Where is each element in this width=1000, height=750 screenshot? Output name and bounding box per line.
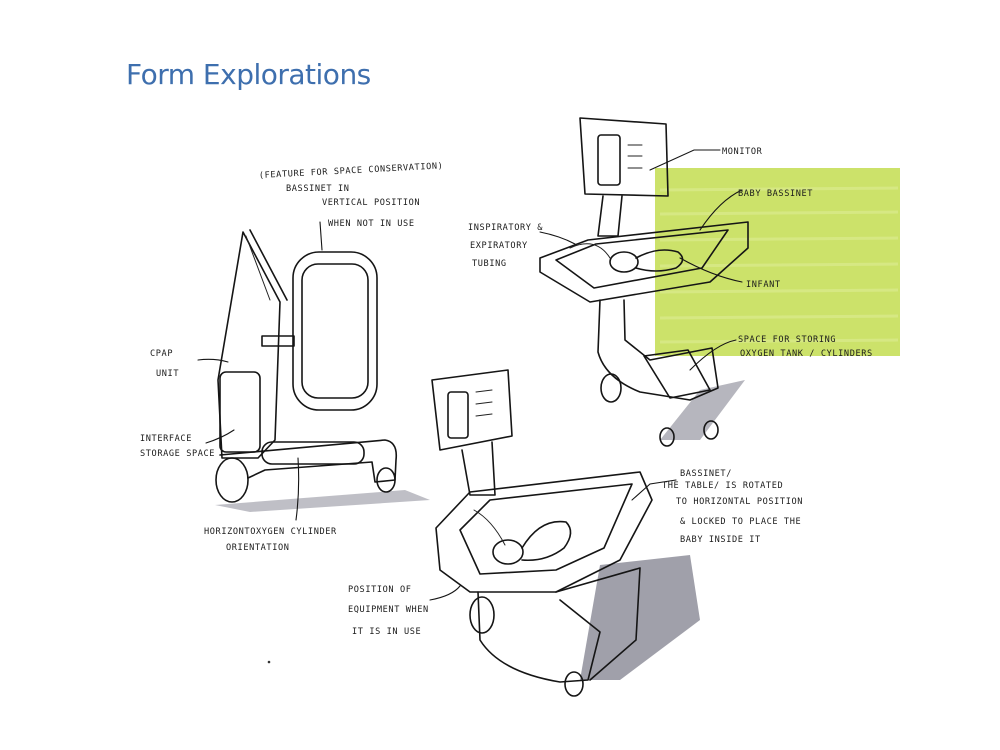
- note-cpap-line-2: UNIT: [156, 369, 179, 379]
- page-title: Form Explorations: [126, 58, 371, 91]
- note-position-line-3: IT IS IN USE: [352, 627, 421, 637]
- note-oxygen-line-2: ORIENTATION: [226, 543, 290, 553]
- bottom-unit-sketch: [431, 369, 700, 697]
- highlight-streaks: [659, 186, 899, 344]
- note-position-line-2: EQUIPMENT WHEN: [348, 605, 429, 615]
- note-tubing-line-2: EXPIRATORY: [470, 241, 528, 251]
- note-feature: (FEATURE FOR SPACE CONSERVATION): [259, 161, 444, 181]
- note-rotated-line-1: BASSINET/: [680, 469, 732, 479]
- note-rotated-line-2: THE TABLE/ IS ROTATED: [662, 481, 783, 491]
- left-unit-sketch: [215, 229, 430, 512]
- bottom-unit-annotations: BASSINET/ THE TABLE/ IS ROTATED TO HORIZ…: [348, 469, 803, 637]
- note-baby-bassinet: BABY BASSINET: [738, 189, 813, 199]
- top-right-unit-sketch: [539, 117, 749, 447]
- note-infant: INFANT: [746, 280, 781, 290]
- note-bassinet-line-1: BASSINET IN: [286, 184, 350, 194]
- note-bassinet-line-2: VERTICAL POSITION: [322, 198, 420, 208]
- note-rotated-line-3: TO HORIZONTAL POSITION: [676, 497, 803, 507]
- note-interface-line-2: STORAGE SPACE: [140, 449, 215, 459]
- note-interface-line-1: INTERFACE: [140, 434, 192, 444]
- stray-dot: [267, 660, 271, 664]
- note-storage-line-1: SPACE FOR STORING: [738, 335, 836, 345]
- note-rotated-line-5: BABY INSIDE IT: [680, 535, 761, 545]
- note-position-line-1: POSITION OF: [348, 585, 412, 595]
- note-rotated-line-4: & LOCKED TO PLACE THE: [680, 517, 801, 527]
- note-monitor: MONITOR: [722, 147, 763, 157]
- leader-lines: [197, 149, 743, 601]
- green-highlight-block: [655, 168, 900, 356]
- note-cpap-line-1: CPAP: [150, 349, 173, 359]
- note-oxygen-line-1: HORIZONTOXYGEN CYLINDER: [204, 527, 337, 537]
- note-storage-line-2: OXYGEN TANK / CYLINDERS: [740, 349, 873, 359]
- top-right-unit-annotations: MONITOR BABY BASSINET INSPIRATORY & EXPI…: [468, 147, 873, 359]
- note-tubing-line-3: TUBING: [472, 259, 507, 269]
- note-bassinet-line-3: WHEN NOT IN USE: [328, 219, 415, 229]
- note-tubing-line-1: INSPIRATORY &: [468, 223, 543, 233]
